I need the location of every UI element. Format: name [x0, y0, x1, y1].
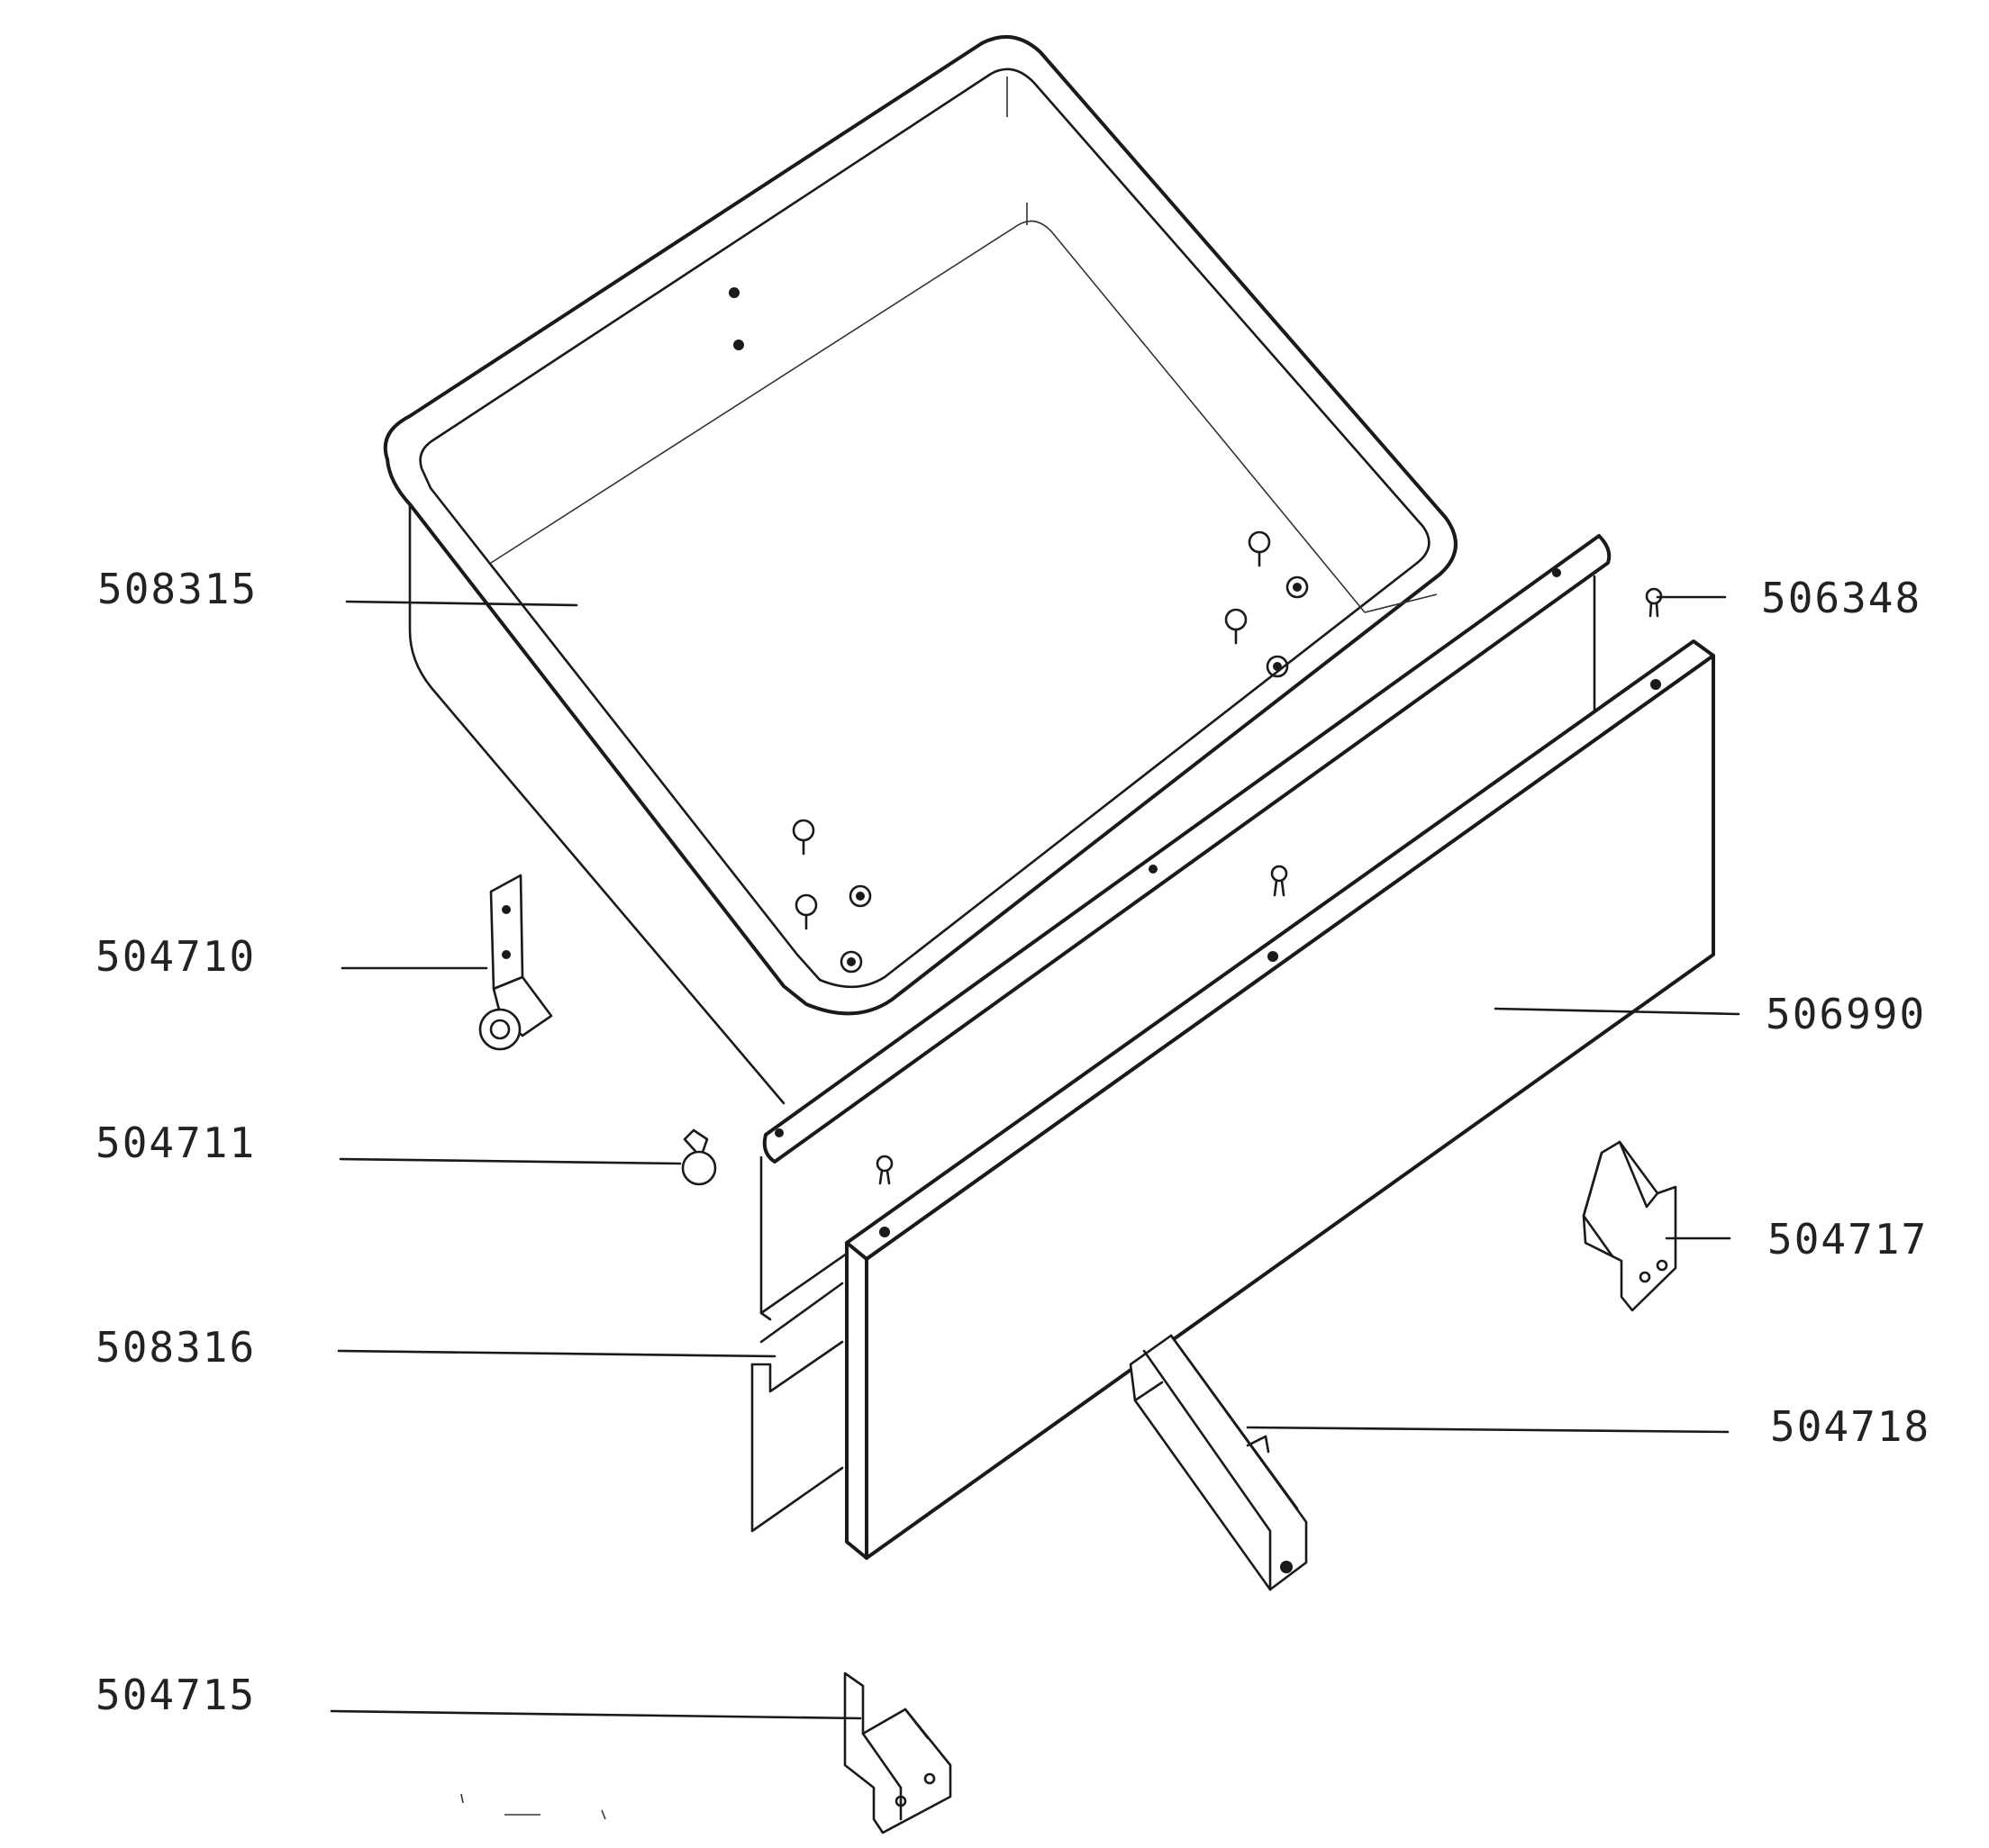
- leg-bracket-504718: [1129, 1334, 1308, 1591]
- tub-508315: [383, 35, 1458, 1105]
- bracket-504717: [1582, 1140, 1677, 1312]
- bracket-504715: [843, 1671, 952, 1834]
- part-label-504717: 504717: [1767, 1215, 1928, 1264]
- part-label-508316: 508316: [95, 1323, 256, 1372]
- leader-lines: [330, 595, 1740, 1720]
- part-label-504711: 504711: [95, 1119, 256, 1167]
- stud-group-right: [1224, 530, 1309, 678]
- part-label-508315: 508315: [97, 565, 258, 613]
- part-label-504710: 504710: [95, 932, 256, 981]
- pin-506348: [1645, 587, 1663, 618]
- front-panel-506990: [845, 639, 1715, 1560]
- part-label-506348: 506348: [1761, 574, 1921, 622]
- foot-knob-504711: [681, 1128, 717, 1186]
- part-label-504715: 504715: [95, 1671, 256, 1719]
- caster-504710: [478, 874, 553, 1051]
- part-label-504718: 504718: [1770, 1402, 1930, 1451]
- stud-group-left: [792, 819, 872, 974]
- part-label-506990: 506990: [1766, 990, 1926, 1038]
